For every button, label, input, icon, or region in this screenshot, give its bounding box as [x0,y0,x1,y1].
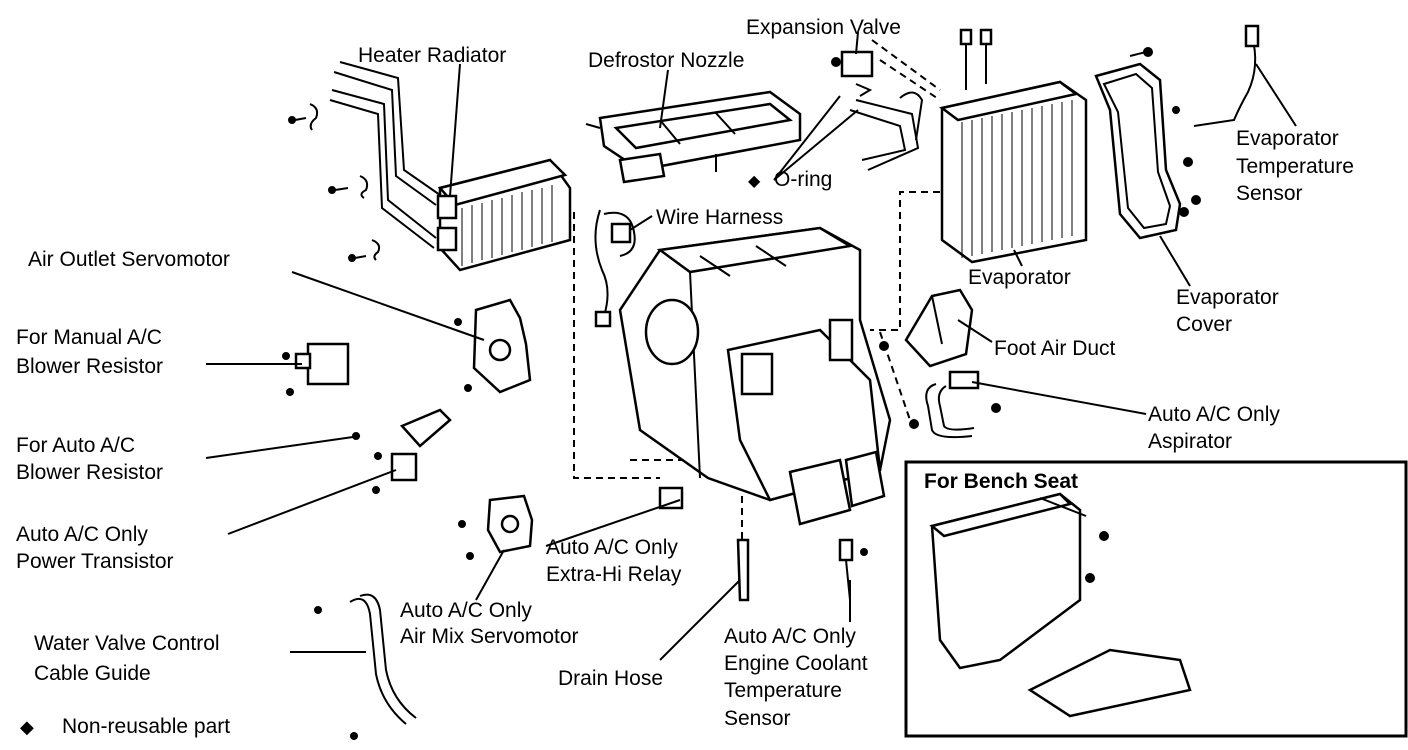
evaporator-fins [961,100,1073,258]
heater-radiator [436,158,572,272]
defrostor-nozzle [585,90,802,184]
auto-blower-resistor [352,408,452,494]
label-auto-blower-resistor-2: Blower Resistor [16,461,163,484]
label-power-transistor-2: Power Transistor [16,550,174,573]
expansion-valve [831,50,924,171]
label-evaporator-cover-2: Cover [1176,313,1232,336]
label-o-ring: O-ring [774,168,832,191]
label-manual-blower-resistor-1: For Manual A/C [16,326,162,349]
drain-hose [736,538,750,602]
evaporator-cover [1094,62,1182,240]
label-coolant-temp-sensor-2: Engine Coolant [724,652,868,675]
extra-hi-relay [658,486,684,510]
label-coolant-temp-sensor-3: Temperature [724,679,842,702]
manual-blower-resistor [282,342,350,396]
evaporator-temperature-sensor [1172,24,1260,127]
heater-radiator-clips [288,103,381,262]
aspirator [909,370,1001,439]
bench-seat-inset [904,460,1408,738]
wire-harness [594,209,636,328]
label-coolant-temp-sensor-4: Sensor [724,707,791,730]
label-aspirator-1: Auto A/C Only [1148,403,1280,426]
label-air-outlet-servomotor: Air Outlet Servomotor [28,248,230,271]
label-o-ring-symbol: ◆ [748,173,761,190]
label-extra-hi-relay-1: Auto A/C Only [546,536,678,559]
label-water-valve-cable-guide-1: Water Valve Control [34,632,220,655]
label-water-valve-cable-guide-2: Cable Guide [34,662,151,685]
label-coolant-temp-sensor-1: Auto A/C Only [724,625,856,648]
air-outlet-servomotor [454,298,532,394]
heater-unit-case [618,226,892,526]
water-valve-cable-guide [314,593,417,740]
legend-text: Non-reusable part [62,715,230,738]
evaporator-cover-screws [1129,47,1201,217]
foot-air-duct [879,288,974,368]
leader-lines [205,31,1297,661]
label-power-transistor-1: Auto A/C Only [16,523,148,546]
label-aspirator-2: Aspirator [1148,430,1232,453]
label-extra-hi-relay-2: Extra-Hi Relay [546,563,682,586]
engine-coolant-temperature-sensor [838,538,868,601]
label-wire-harness: Wire Harness [656,206,783,229]
label-air-mix-servomotor-2: Air Mix Servomotor [400,625,579,648]
evaporator [939,28,1088,264]
label-defrostor-nozzle: Defrostor Nozzle [588,49,744,72]
label-evaporator-temperature-sensor-3: Sensor [1236,182,1303,205]
label-evaporator-temperature-sensor-1: Evaporator [1236,127,1339,150]
label-heater-radiator: Heater Radiator [358,44,506,67]
heater-radiator-pipes [329,61,441,249]
heater-radiator-fins [461,185,553,266]
air-mix-servomotor [458,494,534,560]
callout-labels: Heater Radiator Defrostor Nozzle Expansi… [16,16,1354,738]
label-evaporator: Evaporator [968,266,1071,289]
label-evaporator-cover-1: Evaporator [1176,286,1279,309]
label-drain-hose: Drain Hose [558,667,663,690]
label-foot-air-duct: Foot Air Duct [994,337,1116,360]
label-expansion-valve: Expansion Valve [746,16,901,39]
label-evaporator-temperature-sensor-2: Temperature [1236,155,1354,178]
label-manual-blower-resistor-2: Blower Resistor [16,355,163,378]
label-air-mix-servomotor-1: Auto A/C Only [400,599,532,622]
label-bench-seat: For Bench Seat [924,470,1078,493]
legend-symbol: ◆ [20,717,34,737]
label-auto-blower-resistor-1: For Auto A/C [16,434,135,457]
